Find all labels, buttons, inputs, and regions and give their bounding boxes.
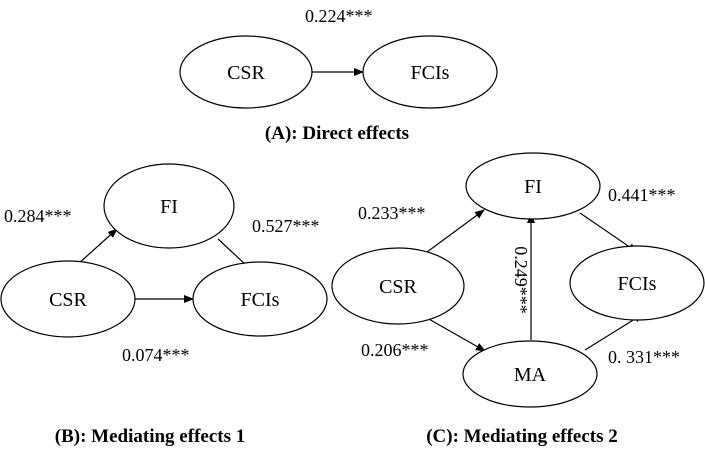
arrow-c-fi-fcis: [579, 212, 638, 253]
arrow-c-csr-ma: [426, 317, 486, 352]
node-c-fi-label: FI: [524, 176, 542, 198]
arrow-c-csr-fi: [422, 209, 485, 256]
node-c-csr-label: CSR: [379, 276, 417, 298]
node-a-fcis: [362, 35, 498, 109]
node-b-fi-label: FI: [160, 196, 178, 218]
caption-b: (B): Mediating effects 1: [55, 426, 245, 447]
coef-b-csr-fi: 0.284***: [4, 206, 72, 226]
coef-b-csr-fcis: 0.074***: [122, 345, 190, 365]
coef-b-fi-fcis: 0.527***: [252, 216, 320, 236]
panel-a: 0.224*** CSR FCIs (A): Direct effects: [179, 6, 498, 144]
coef-a-csr-fcis: 0.224***: [305, 6, 373, 26]
node-c-csr: [331, 247, 465, 325]
node-b-fi: [103, 163, 235, 249]
node-a-fcis-label: FCIs: [411, 62, 450, 84]
node-b-fcis: [192, 261, 328, 337]
node-c-fi: [465, 152, 601, 220]
node-c-ma: [462, 340, 598, 408]
panel-b: FI CSR FCIs 0.284*** 0.527*** 0.074*** (…: [0, 163, 328, 447]
node-b-csr-label: CSR: [49, 289, 87, 311]
node-b-csr: [0, 260, 136, 338]
coef-c-csr-ma: 0.206***: [361, 340, 429, 360]
node-c-fcis: [569, 245, 705, 321]
coef-c-fi-fcis: 0.441***: [608, 185, 676, 205]
caption-c: (C): Mediating effects 2: [426, 426, 618, 447]
node-c-ma-label: MA: [514, 364, 547, 386]
coef-c-csr-fi: 0.233***: [358, 203, 426, 223]
panel-c: FI CSR FCIs MA 0.233*** 0.441*** 0.249**…: [331, 152, 705, 447]
node-a-csr: [179, 35, 313, 109]
caption-a: (A): Direct effects: [265, 123, 409, 144]
node-a-csr-label: CSR: [227, 62, 265, 84]
coef-c-ma-fcis: 0. 331***: [608, 347, 680, 367]
node-c-fcis-label: FCIs: [618, 273, 657, 295]
coef-c-ma-fi: 0.249***: [511, 246, 531, 314]
node-b-fcis-label: FCIs: [241, 289, 280, 311]
